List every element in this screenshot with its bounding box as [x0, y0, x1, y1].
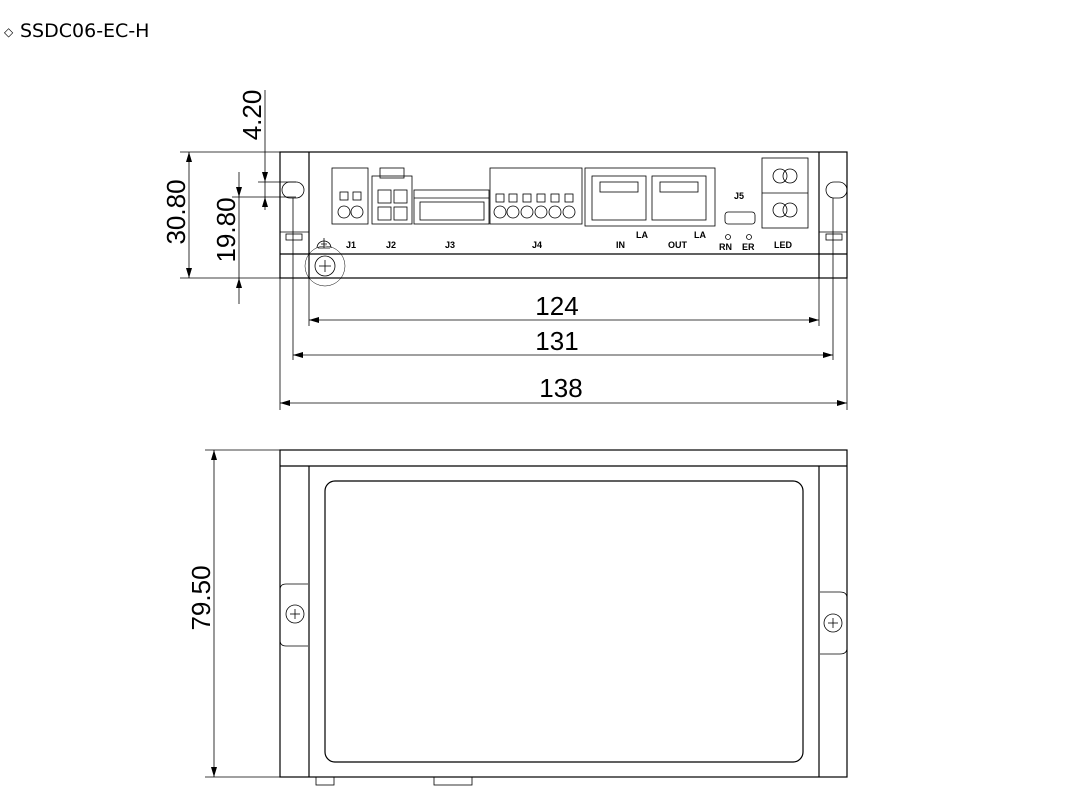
label-out: OUT [668, 240, 688, 250]
dim-inner-width: 124 [535, 291, 578, 321]
front-view: J1 J2 J3 J4 J5 IN OUT LA LA RN ER LED 30… [161, 90, 848, 410]
dim-total-width: 138 [539, 373, 582, 403]
j5-usb-port [724, 211, 756, 225]
label-j1: J1 [346, 240, 356, 250]
left-side-tab [279, 583, 308, 647]
title-bullet-icon: ◇ [4, 25, 14, 39]
bottom-protrusion-left [315, 776, 335, 786]
dim-total-height: 30.80 [161, 179, 191, 244]
dim-mount-width: 131 [535, 326, 578, 356]
dim-depth: 79.50 [186, 565, 216, 630]
label-in: IN [616, 240, 625, 250]
j1-connector [331, 167, 369, 225]
er-indicator [746, 234, 752, 240]
label-la-in: LA [636, 230, 648, 240]
label-er: ER [742, 242, 755, 252]
label-led: LED [774, 240, 793, 250]
screw-icon [304, 245, 346, 287]
top-plate-outline [279, 449, 848, 778]
ethernet-out-port [651, 175, 707, 221]
right-mount-slot [825, 181, 848, 199]
page-title: SSDC06-EC-H [20, 20, 149, 42]
label-la-out: LA [694, 230, 706, 240]
heatsink-panel [324, 480, 804, 763]
left-mount-slot [281, 181, 305, 199]
right-screw-icon [823, 613, 843, 633]
left-screw-icon [285, 604, 305, 624]
top-view: 79.50 [186, 449, 848, 786]
label-j5: J5 [734, 191, 744, 201]
label-rn: RN [719, 242, 732, 252]
j2-connector [371, 175, 413, 225]
j3-connector [413, 189, 490, 225]
bottom-protrusion-center [433, 776, 473, 786]
j4-connector [489, 167, 583, 225]
right-side-tab [820, 591, 848, 655]
label-j3: J3 [445, 240, 455, 250]
ethernet-ports [584, 167, 716, 227]
dim-slot-height: 19.80 [211, 197, 241, 262]
ethernet-in-port [591, 175, 647, 221]
label-j4: J4 [532, 240, 542, 250]
front-plate-outline [279, 151, 848, 279]
dim-slot-offset: 4.20 [237, 90, 267, 141]
ground-icon [316, 238, 332, 249]
label-j2: J2 [386, 240, 396, 250]
rn-indicator [725, 234, 731, 240]
